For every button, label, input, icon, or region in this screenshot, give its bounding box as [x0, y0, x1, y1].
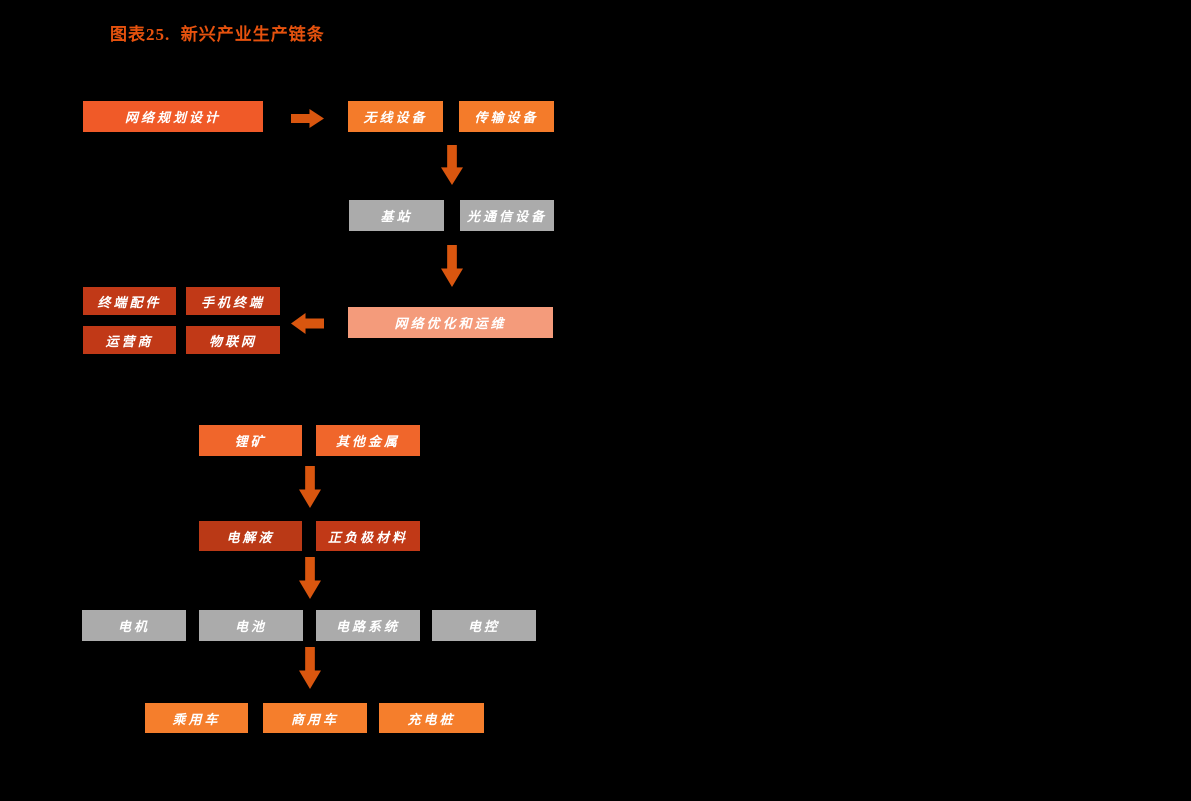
node-mobile-terminal: 手机终端 [186, 287, 280, 315]
node-iot: 物联网 [186, 326, 280, 354]
figure-title: 图表25. 新兴产业生产链条 [110, 25, 325, 44]
node-other-metals: 其他金属 [316, 425, 420, 456]
node-passenger-vehicle: 乘用车 [145, 703, 248, 733]
node-charging-pile: 充电桩 [379, 703, 484, 733]
node-optical-comm-equipment: 光通信设备 [460, 200, 554, 231]
arrow-down-icon [299, 557, 321, 599]
node-circuit-system: 电路系统 [316, 610, 420, 641]
arrow-down-icon [441, 145, 463, 185]
arrow-left-icon [291, 313, 324, 334]
node-electronic-control: 电控 [432, 610, 536, 641]
node-network-planning: 网络规划设计 [83, 101, 263, 132]
node-motor: 电机 [82, 610, 186, 641]
node-network-optimization: 网络优化和运维 [348, 307, 553, 338]
node-base-station: 基站 [349, 200, 444, 231]
node-lithium-mine: 锂矿 [199, 425, 302, 456]
node-operator: 运营商 [83, 326, 176, 354]
node-electrode-materials: 正负极材料 [316, 521, 420, 551]
node-transmission-equipment: 传输设备 [459, 101, 554, 132]
node-wireless-equipment: 无线设备 [348, 101, 443, 132]
node-commercial-vehicle: 商用车 [263, 703, 367, 733]
node-terminal-accessories: 终端配件 [83, 287, 176, 315]
arrow-down-icon [299, 466, 321, 508]
arrow-right-icon [291, 109, 324, 128]
node-electrolyte: 电解液 [199, 521, 302, 551]
arrow-down-icon [441, 245, 463, 287]
node-battery: 电池 [199, 610, 303, 641]
arrow-down-icon [299, 647, 321, 689]
